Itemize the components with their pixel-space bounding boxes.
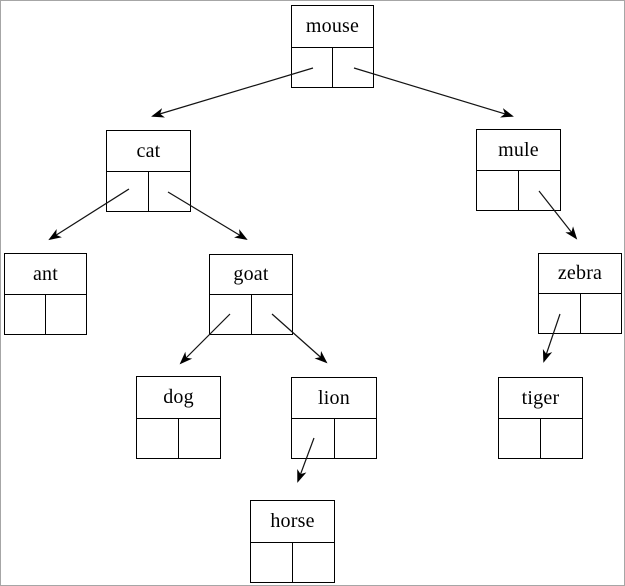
node-ant: ant	[4, 253, 87, 335]
node-zebra-left-pointer	[539, 294, 581, 333]
node-mule-right-pointer	[519, 171, 560, 210]
node-mule-pointer-row	[477, 171, 560, 210]
node-lion: lion	[291, 377, 377, 459]
node-cat-pointer-row	[107, 172, 190, 211]
node-tiger: tiger	[498, 377, 583, 459]
node-dog-left-pointer	[137, 419, 179, 458]
node-dog-pointer-row	[137, 419, 220, 458]
node-horse-pointer-row	[251, 543, 334, 582]
node-tiger-right-pointer	[541, 419, 582, 458]
node-ant-right-pointer	[46, 295, 86, 334]
node-dog-right-pointer	[179, 419, 220, 458]
node-goat-left-pointer	[210, 295, 252, 334]
node-zebra: zebra	[538, 253, 622, 334]
node-goat-pointer-row	[210, 295, 292, 334]
node-horse-label: horse	[251, 501, 334, 543]
edge-mouse-right-to-mule-arrow	[353, 67, 514, 118]
node-dog-label: dog	[137, 377, 220, 419]
node-dog: dog	[136, 376, 221, 459]
node-cat-right-pointer	[149, 172, 190, 211]
node-mouse-right-pointer	[333, 48, 373, 87]
node-cat-label: cat	[107, 131, 190, 172]
node-horse: horse	[250, 500, 335, 583]
node-ant-label: ant	[5, 254, 86, 295]
node-ant-pointer-row	[5, 295, 86, 334]
node-mouse-pointer-row	[292, 48, 373, 87]
node-tiger-label: tiger	[499, 378, 582, 419]
node-goat-label: goat	[210, 255, 292, 295]
node-ant-left-pointer	[5, 295, 46, 334]
node-lion-right-pointer	[335, 419, 377, 458]
node-goat: goat	[209, 254, 293, 335]
node-mule-label: mule	[477, 130, 560, 171]
node-mouse-label: mouse	[292, 6, 373, 48]
node-horse-right-pointer	[293, 543, 334, 582]
node-tiger-left-pointer	[499, 419, 541, 458]
node-tiger-pointer-row	[499, 419, 582, 458]
node-mule-left-pointer	[477, 171, 519, 210]
edge-mouse-left-to-cat-arrow	[151, 67, 314, 118]
node-mouse: mouse	[291, 5, 374, 88]
node-zebra-right-pointer	[581, 294, 622, 333]
node-lion-left-pointer	[292, 419, 335, 458]
node-mouse-left-pointer	[292, 48, 333, 87]
node-cat-left-pointer	[107, 172, 149, 211]
node-mule: mule	[476, 129, 561, 211]
node-cat: cat	[106, 130, 191, 212]
node-zebra-pointer-row	[539, 294, 621, 333]
node-lion-pointer-row	[292, 419, 376, 458]
node-zebra-label: zebra	[539, 254, 621, 294]
node-horse-left-pointer	[251, 543, 293, 582]
node-goat-right-pointer	[252, 295, 293, 334]
node-lion-label: lion	[292, 378, 376, 419]
